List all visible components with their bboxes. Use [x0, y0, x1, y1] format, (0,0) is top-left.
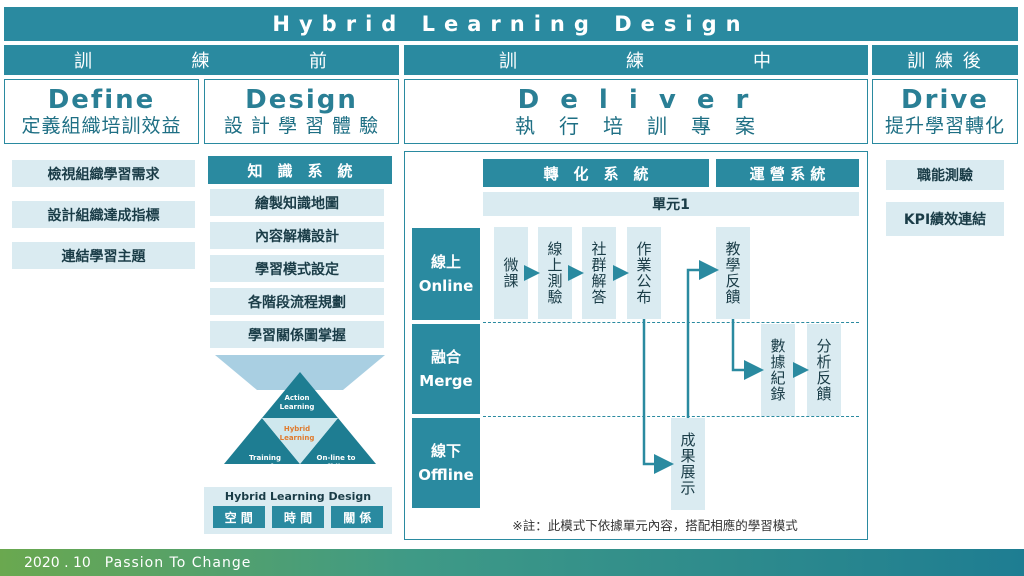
row-merge: 融合 Merge — [412, 324, 480, 414]
phase-during: 訓 練 中 — [404, 45, 868, 75]
hld-label: Hybrid Learning Design — [224, 490, 372, 503]
footer-bar: 2020 . 10 Passion To Change — [0, 549, 1024, 576]
row-merge-zh: 融合 — [430, 348, 461, 366]
row-offline-zh: 線下 — [430, 442, 461, 460]
triangle-top — [262, 372, 338, 418]
arrow-feedback-to-record — [731, 319, 764, 380]
drive-item: KPI績效連結 — [886, 202, 1004, 236]
title-bar: Hybrid Learning Design — [4, 7, 1018, 41]
drive-title: Drive — [901, 84, 989, 115]
row-divider — [483, 416, 859, 417]
triangle-center-label: Hybrid Learning — [279, 425, 315, 442]
footer-year: 2020 . 10 — [24, 554, 91, 571]
step-online-test: 線上測驗 — [538, 227, 572, 319]
triangle-right — [300, 418, 376, 464]
phase-after: 訓 練 後 — [872, 45, 1018, 75]
step-result-show: 成果展示 — [671, 418, 705, 510]
hld-item-time: 時 間 — [271, 506, 324, 528]
deliver-note: ※註：此模式下依據單元內容，搭配相應的學習模式 — [512, 517, 798, 533]
row-online-en: Online — [418, 277, 474, 295]
row-divider — [483, 322, 859, 323]
deliver-title: D e l i v e r — [517, 84, 755, 115]
row-offline: 線下 Offline — [412, 418, 480, 508]
funnel-triangle-diagram — [215, 355, 385, 464]
step-teaching-feedback: 教學反饋 — [716, 227, 750, 319]
knowledge-system-header: 知 識 系 統 — [208, 156, 392, 184]
deliver-heading: D e l i v e r 執 行 培 訓 專 案 — [404, 79, 868, 144]
design-subtitle: 設 計 學 習 體 驗 — [223, 114, 380, 137]
step-assignment: 作業公布 — [627, 227, 661, 319]
deliver-subtitle: 執 行 培 訓 專 案 — [515, 113, 757, 138]
define-title: Define — [47, 84, 156, 115]
triangle-top-label: Action Learning — [279, 394, 315, 411]
row-online: 線上 Online — [412, 228, 480, 320]
transformation-system-header: 轉 化 系 統 — [483, 159, 709, 187]
row-offline-en: Offline — [418, 466, 474, 484]
arrow-assignment-to-result — [642, 319, 674, 474]
design-title: Design — [245, 84, 358, 115]
hld-item-relation: 關 係 — [331, 506, 384, 528]
design-heading: Design 設 計 學 習 體 驗 — [204, 79, 399, 144]
page-title: Hybrid Learning Design — [272, 12, 750, 36]
footer-slogan: Passion To Change — [104, 554, 252, 571]
hld-item-space: 空 間 — [212, 506, 265, 528]
define-heading: Define 定義組織培訓效益 — [4, 79, 199, 144]
drive-item: 職能測驗 — [886, 160, 1004, 190]
define-subtitle: 定義組織培訓效益 — [21, 114, 182, 137]
drive-heading: Drive 提升學習轉化 — [872, 79, 1018, 144]
triangle-left-label: Training Transfer — [248, 454, 282, 471]
step-micro: 微課 — [494, 227, 528, 319]
design-item: 學習模式設定 — [210, 255, 384, 282]
define-item: 檢視組織學習需求 — [12, 160, 195, 187]
deliver-panel: 轉 化 系 統 運 營 系 統 單元1 線上 Online 融合 Merge 線… — [404, 151, 868, 540]
triangle-left — [224, 418, 300, 464]
row-merge-en: Merge — [419, 372, 473, 390]
design-item: 各階段流程規劃 — [210, 288, 384, 315]
operation-system-header: 運 營 系 統 — [716, 159, 859, 187]
design-item: 學習關係圖掌握 — [210, 321, 384, 348]
unit-label: 單元1 — [483, 192, 859, 216]
hld-items: 空 間 時 間 關 係 — [204, 506, 392, 528]
define-item: 連結學習主題 — [12, 242, 195, 269]
drive-subtitle: 提升學習轉化 — [884, 114, 1005, 137]
row-online-zh: 線上 — [430, 253, 461, 271]
design-item: 內容解構設計 — [210, 222, 384, 249]
arrow-result-to-feedback — [686, 260, 719, 418]
step-data-record: 數據紀錄 — [761, 324, 795, 416]
step-community: 社群解答 — [582, 227, 616, 319]
flow-arrows — [524, 260, 809, 474]
define-item: 設計組織達成指標 — [12, 201, 195, 228]
design-item: 繪製知識地圖 — [210, 189, 384, 216]
triangle-right-label: On-line to off-line — [316, 454, 356, 471]
hld-box: Hybrid Learning Design 空 間 時 間 關 係 — [204, 487, 392, 534]
step-analysis-feedback: 分析反饋 — [807, 324, 841, 416]
phase-before: 訓 練 前 — [4, 45, 399, 75]
triangle-center — [262, 418, 338, 464]
